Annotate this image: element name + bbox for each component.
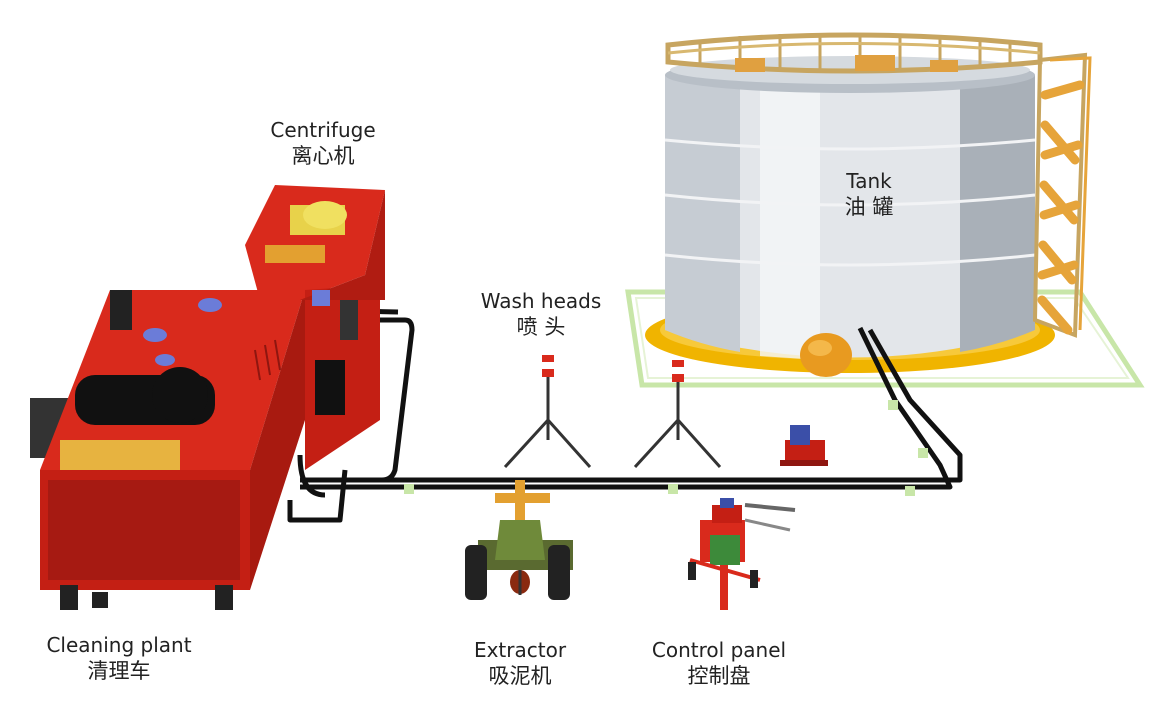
extractor-label-zh: 吸泥机 [488, 664, 552, 688]
wash-head-1 [503, 355, 592, 469]
cleaning-plant-label-en: Cleaning plant [46, 633, 192, 657]
tank [645, 32, 1055, 377]
centrifuge-label-zh: 离心机 [291, 144, 355, 168]
control-panel-label: Control panel 控制盘 [652, 637, 786, 689]
cleaning-plant-label-zh: 清理车 [87, 659, 151, 683]
tank-label-en: Tank [846, 169, 892, 193]
cleaning-plant [30, 185, 385, 610]
extractor-label-en: Extractor [473, 638, 567, 662]
pipe-supports [404, 400, 928, 496]
wash-heads-label: Wash heads 喷 头 [481, 288, 602, 340]
pump-unit [780, 425, 828, 466]
control-panel-label-en: Control panel [651, 638, 787, 662]
tank-label-zh: 油 罐 [844, 195, 894, 219]
extractor-label: Extractor 吸泥机 [474, 637, 566, 689]
extractor-cart [465, 480, 573, 600]
tank-label: Tank 油 罐 [845, 168, 894, 220]
control-panel-label-zh: 控制盘 [687, 664, 751, 688]
centrifuge-label: Centrifuge 离心机 [270, 117, 375, 169]
cleaning-plant-label: Cleaning plant 清理车 [46, 632, 191, 684]
wash-head-2 [633, 360, 722, 469]
tank-ladder [1032, 52, 1092, 338]
wash-heads-label-en: Wash heads [480, 289, 602, 313]
wash-heads-label-zh: 喷 头 [516, 315, 566, 339]
centrifuge-label-en: Centrifuge [270, 118, 376, 142]
control-panel-cart [688, 498, 796, 610]
